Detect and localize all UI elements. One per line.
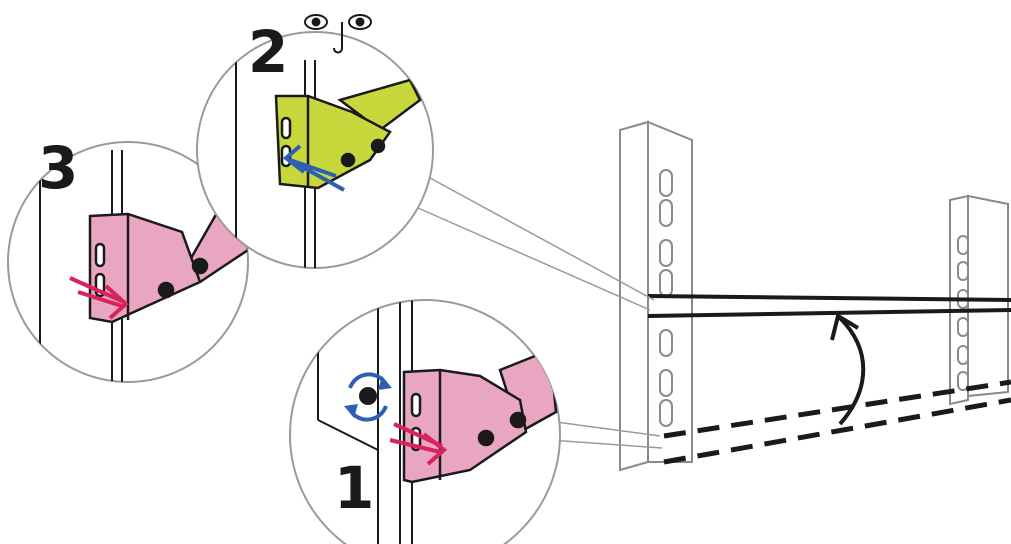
push-arrow-icon [389, 422, 448, 466]
pink-bracket [402, 348, 558, 484]
rail-start-position [663, 379, 1011, 465]
step-number-1: 1 [334, 454, 374, 522]
installed-rail [647, 294, 1011, 318]
callout-step-3: 3 [7, 134, 249, 383]
push-arrow-icon [282, 144, 345, 192]
curved-up-arrow-icon [830, 312, 866, 426]
eye-icon [348, 14, 372, 30]
look-face [304, 14, 372, 54]
callout-step-2: 2 [196, 14, 434, 269]
step-number-2: 2 [248, 18, 288, 86]
step-number-3: 3 [38, 134, 78, 202]
callout-step-1: 1 [289, 299, 561, 544]
push-arrow-icon [69, 276, 130, 320]
nose-icon [333, 22, 343, 54]
rotate-icon [344, 372, 392, 422]
rack-scene [417, 120, 1011, 472]
callout-leader-lines [417, 177, 663, 449]
front-rack-post [619, 120, 693, 472]
eye-icon [304, 14, 328, 30]
